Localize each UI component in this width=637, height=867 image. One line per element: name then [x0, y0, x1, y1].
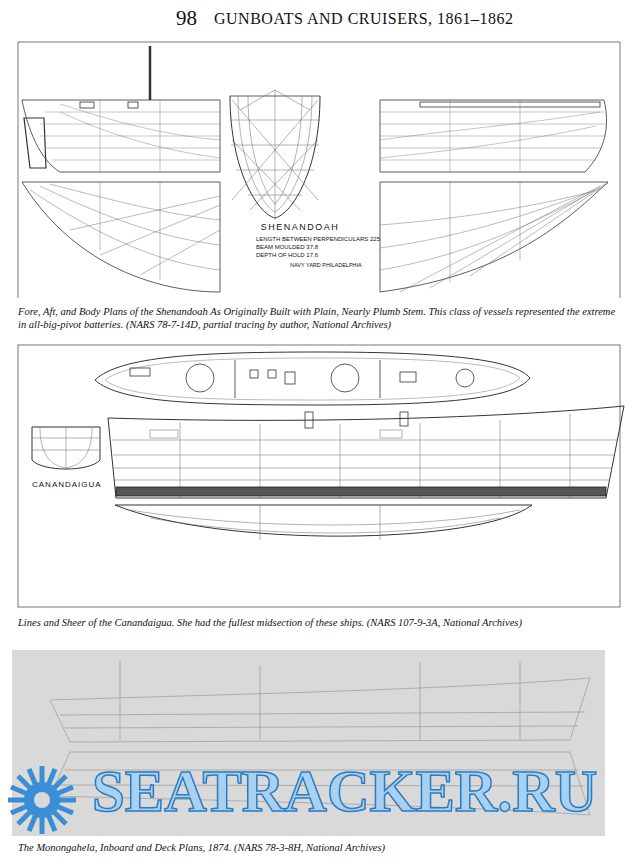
plan-dimension: DEPTH OF HOLD 17.6 [256, 252, 318, 260]
page-number: 98 [176, 5, 197, 31]
plan-title: SHENANDOAH [252, 222, 348, 233]
figure-caption: Fore, Aft, and Body Plans of the Shenand… [18, 305, 618, 331]
watermark: SEATRACKER.RU [92, 762, 597, 821]
running-head: GUNBOATS AND CRUISERS, 1861–1862 [214, 9, 514, 29]
figure-caption: Lines and Sheer of the Canandaigua. She … [18, 616, 618, 629]
figure-caption: The Monongahela, Inboard and Deck Plans,… [18, 841, 618, 854]
plan-dimension: LENGTH BETWEEN PERPENDICULARS 225 [256, 236, 380, 244]
plan-title: CANANDAIGUA [32, 480, 102, 490]
plan-yard: NAVY YARD PHILADELPHIA [290, 262, 362, 269]
plan-dimension: BEAM MOULDED 37.8 [256, 244, 318, 252]
